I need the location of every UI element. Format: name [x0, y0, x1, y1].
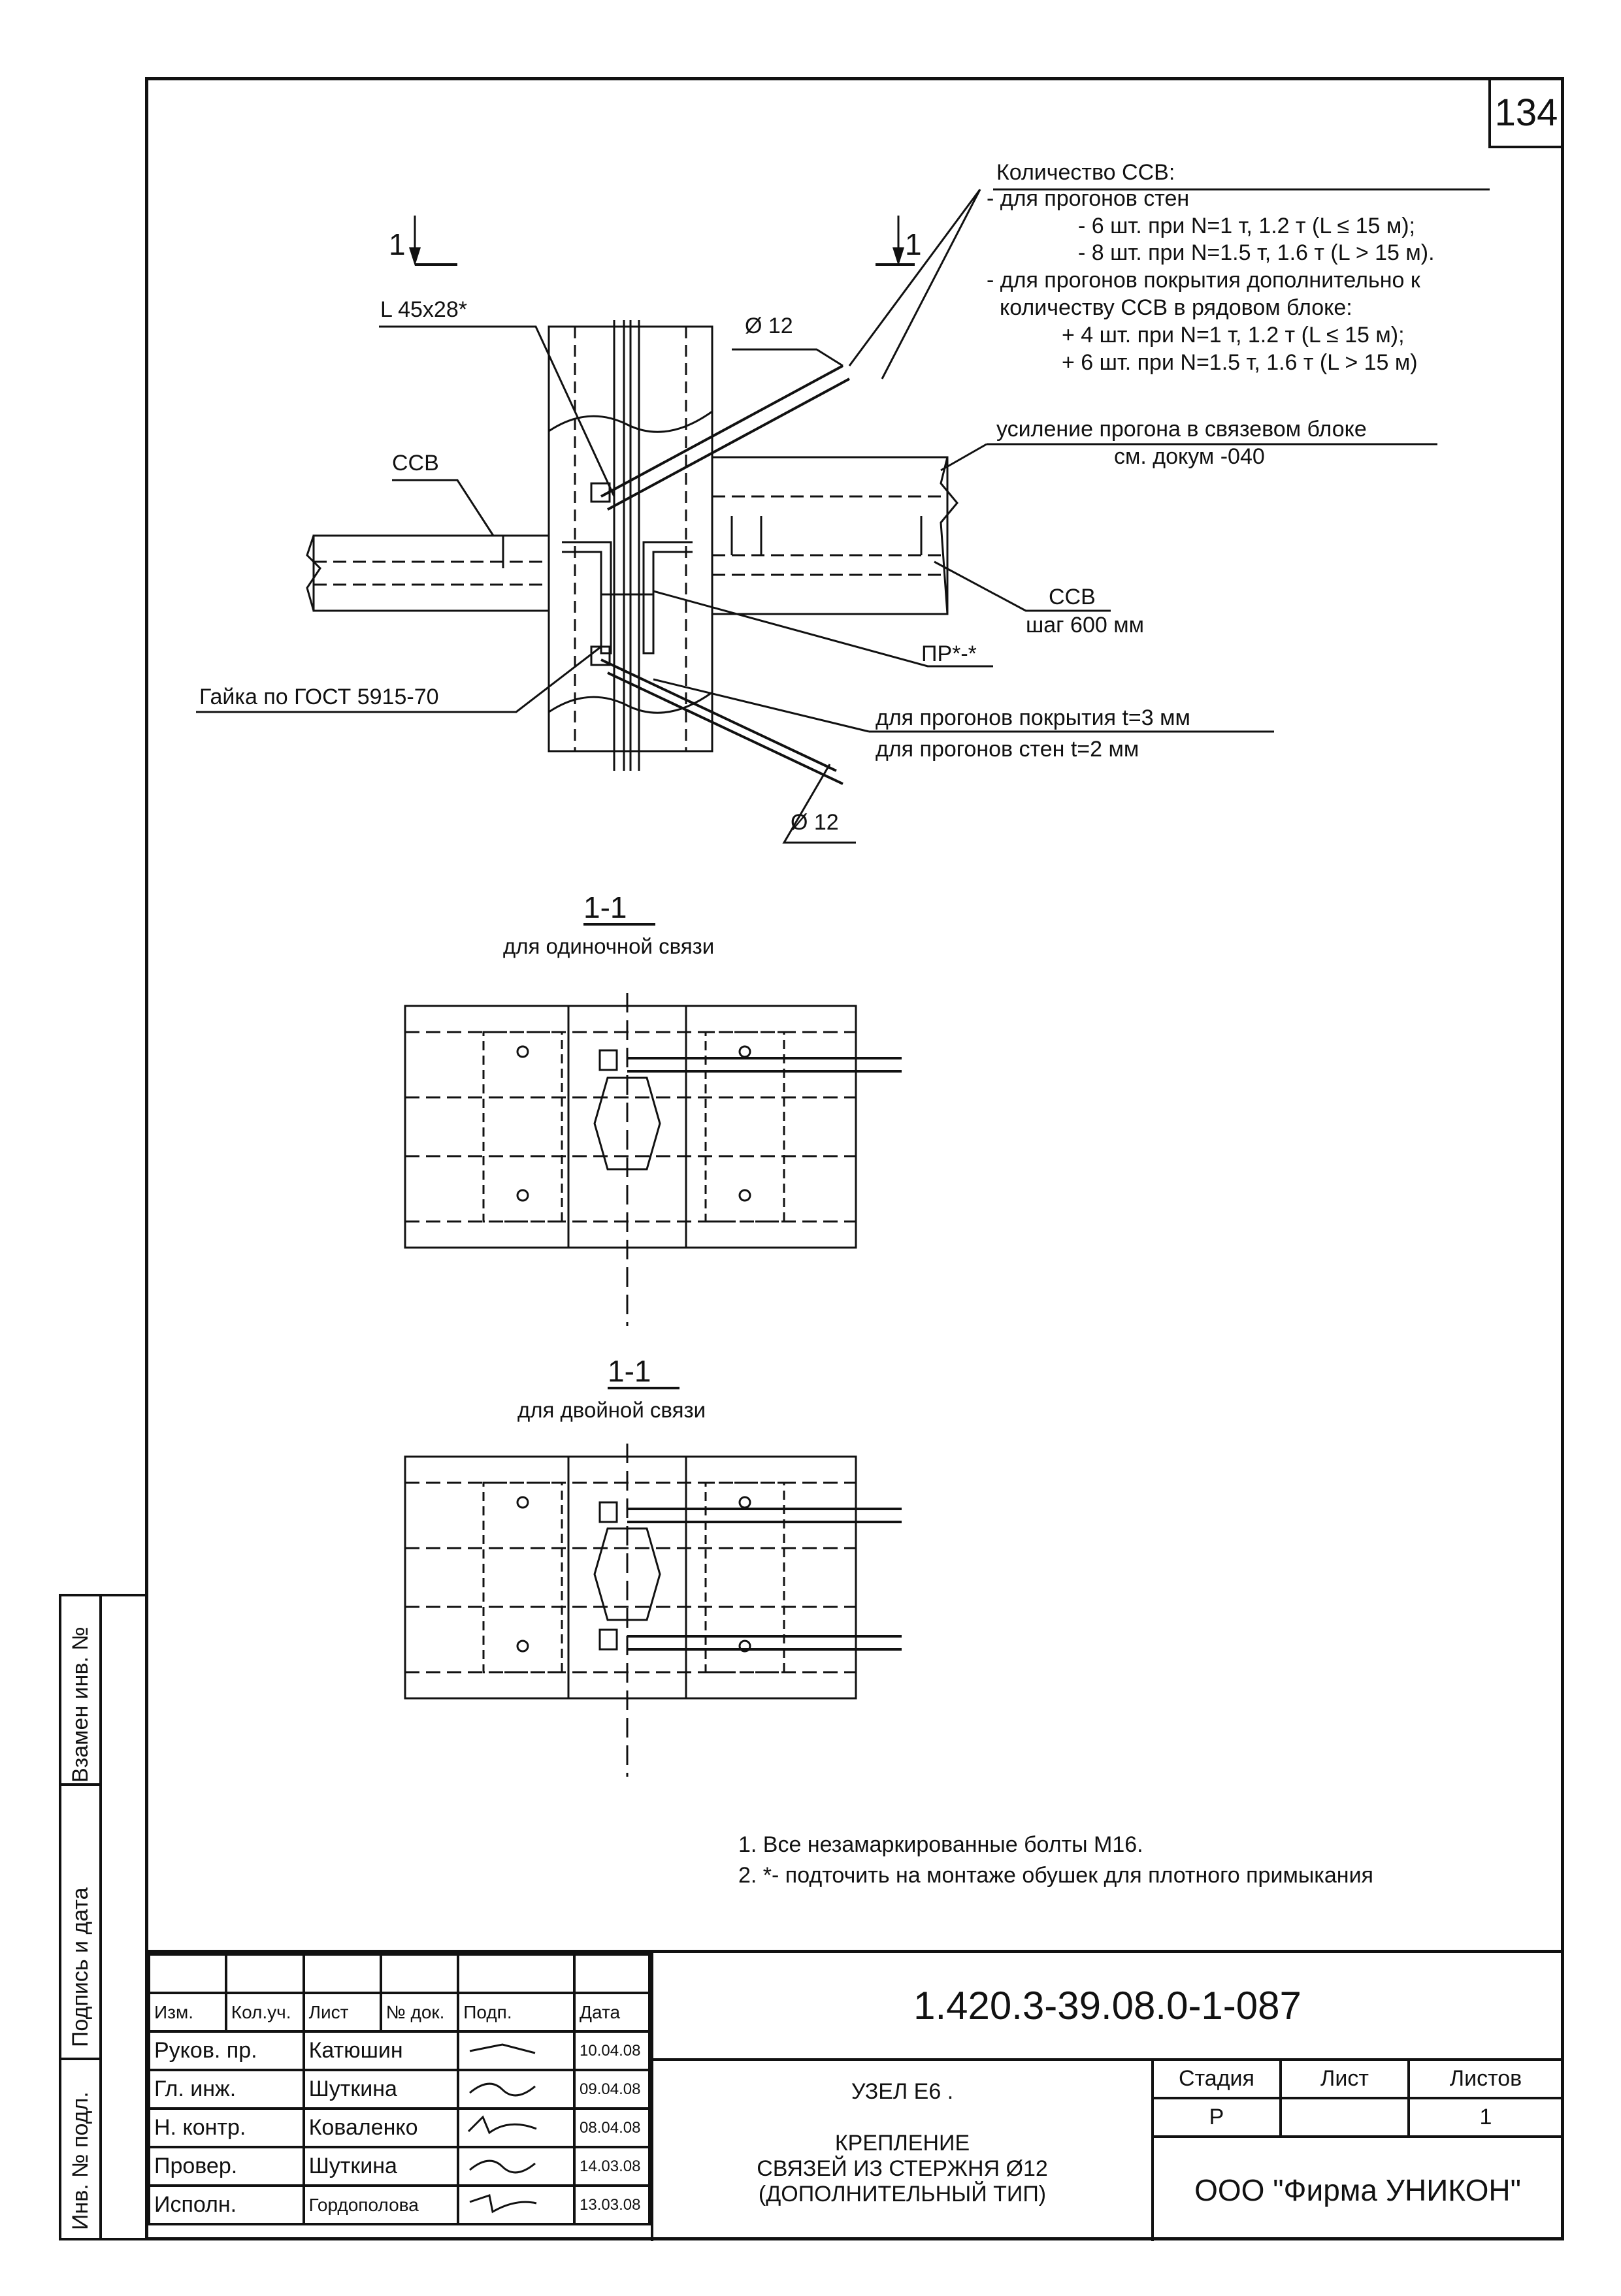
date-4: 13.03.08 — [573, 2184, 651, 2225]
ssv-right-label: ССВ — [1049, 585, 1096, 609]
title-line-1: УЗЕЛ Е6 . — [851, 2079, 954, 2104]
reinforcement-label: усиление прогона в связевом блоке — [996, 417, 1367, 442]
count-line-3: - 8 шт. при N=1.5 т, 1.6 т (L > 15 м). — [1078, 240, 1435, 265]
role-3: Провер. — [148, 2146, 305, 2187]
sheets-label: Листов — [1407, 2061, 1562, 2099]
title-line-4: (ДОПОЛНИТЕЛЬНЫЙ ТИП) — [758, 2182, 1047, 2207]
side-cell-replace — [61, 1596, 102, 1786]
title-line-2: КРЕПЛЕНИЕ — [834, 2131, 970, 2156]
rod-bottom — [600, 658, 837, 772]
wall-purlins-label: для прогонов стен t=2 мм — [876, 737, 1139, 762]
hdr-kolvo: Кол.уч. — [224, 1992, 305, 2033]
section-2-subtitle: для двойной связи — [517, 1398, 706, 1422]
name-4: Гордополова — [302, 2184, 460, 2225]
role-0: Руков. пр. — [148, 2030, 305, 2071]
count-line-5: количеству ССВ в рядовом блоке: — [1000, 295, 1352, 320]
hdr-list: Лист — [302, 1992, 382, 2033]
purlin-left — [312, 534, 550, 612]
side-label-signature: Подпись и дата — [68, 1887, 93, 2047]
name-2: Коваленко — [302, 2107, 460, 2148]
side-strip: Взамен инв. № Подпись и дата Инв. № подл… — [59, 1594, 148, 2240]
section-double — [404, 1444, 902, 1777]
name-0: Катюшин — [302, 2030, 460, 2071]
designation: 1.420.3-39.08.0-1-087 — [651, 1953, 1562, 2061]
stage-table: Стадия Лист Листов Р 1 — [1154, 2061, 1562, 2138]
count-line-6: + 4 шт. при N=1 т, 1.2 т (L ≤ 15 м); — [1062, 323, 1405, 348]
drawing-frame — [145, 77, 1564, 2240]
hdr-podp: Подп. — [457, 1992, 576, 2033]
title-block: Изм. Кол.уч. Лист № док. Подп. Дата Руко… — [148, 1950, 1562, 2241]
roof-purlins-label: для прогонов покрытия t=3 мм — [876, 705, 1190, 730]
section-single — [404, 993, 902, 1326]
diameter-top-label: Ø 12 — [745, 314, 793, 338]
hdr-date: Дата — [573, 1992, 651, 2033]
section-arrow-left-head — [408, 247, 421, 266]
plate-label: ПР*-* — [921, 641, 977, 666]
note-1: 1. Все незамаркированные болты М16. — [738, 1832, 1143, 1857]
nut-top — [590, 482, 611, 503]
section-mark-left: 1 — [389, 227, 406, 261]
role-2: Н. контр. — [148, 2107, 305, 2148]
signature-3 — [457, 2146, 576, 2187]
signature-0 — [457, 2030, 576, 2071]
side-label-replace: Взамен инв. № — [68, 1626, 93, 1783]
nut-label: Гайка по ГОСТ 5915-70 — [199, 685, 439, 709]
revision-table: Изм. Кол.уч. Лист № док. Подп. Дата Руко… — [148, 1953, 651, 2225]
sheets-value: 1 — [1407, 2097, 1562, 2138]
count-line-4: - для прогонов покрытия дополнительно к — [987, 268, 1421, 293]
signature-2 — [457, 2107, 576, 2148]
hdr-ndok: № док. — [379, 1992, 460, 2033]
section-1-title: 1-1 — [583, 890, 627, 924]
name-1: Шуткина — [302, 2069, 460, 2110]
side-cell-inv — [61, 2060, 102, 2238]
date-1: 09.04.08 — [573, 2069, 651, 2110]
diameter-bottom-label: Ø 12 — [791, 810, 839, 835]
signature-1 — [457, 2069, 576, 2110]
role-4: Исполн. — [148, 2184, 305, 2225]
role-1: Гл. инж. — [148, 2069, 305, 2110]
count-header: Количество ССВ: — [996, 160, 1175, 185]
sheet-value — [1279, 2097, 1410, 2138]
name-3: Шуткина — [302, 2146, 460, 2187]
date-0: 10.04.08 — [573, 2030, 651, 2071]
count-line-7: + 6 шт. при N=1.5 т, 1.6 т (L > 15 м) — [1062, 350, 1418, 375]
ssv-step-label: шаг 600 мм — [1026, 613, 1144, 638]
signature-4 — [457, 2184, 576, 2225]
side-cell-signature — [61, 1786, 102, 2060]
company-name: ООО "Фирма УНИКОН" — [1194, 2173, 1521, 2207]
hdr-izm: Изм. — [148, 1992, 227, 2033]
sheet-number: 134 — [1488, 80, 1562, 148]
sheet-label: Лист — [1279, 2061, 1410, 2099]
ssv-left-label: ССВ — [392, 451, 439, 476]
title-line-3: СВЯЗЕЙ ИЗ СТЕРЖНЯ Ø12 — [757, 2156, 1048, 2181]
date-3: 14.03.08 — [573, 2146, 651, 2187]
note-2: 2. *- подточить на монтаже обушек для пл… — [738, 1863, 1373, 1888]
purlin-right — [711, 456, 949, 615]
stage-value: Р — [1154, 2097, 1282, 2138]
reinforcement-ref: см. докум -040 — [1114, 444, 1265, 469]
count-line-1: - для прогонов стен — [987, 186, 1189, 211]
rod-top — [600, 364, 843, 498]
drawing-title: УЗЕЛ Е6 . КРЕПЛЕНИЕ СВЯЗЕЙ ИЗ СТЕРЖНЯ Ø1… — [651, 2061, 1154, 2241]
count-line-2: - 6 шт. при N=1 т, 1.2 т (L ≤ 15 м); — [1078, 214, 1415, 238]
section-1-subtitle: для одиночной связи — [503, 934, 714, 958]
date-2: 08.04.08 — [573, 2107, 651, 2148]
angle-label: L 45x28* — [380, 297, 467, 322]
stage-label: Стадия — [1154, 2061, 1282, 2099]
side-label-inv: Инв. № подл. — [68, 2092, 93, 2230]
section-mark-right: 1 — [905, 227, 922, 261]
section-2-title: 1-1 — [608, 1354, 651, 1388]
